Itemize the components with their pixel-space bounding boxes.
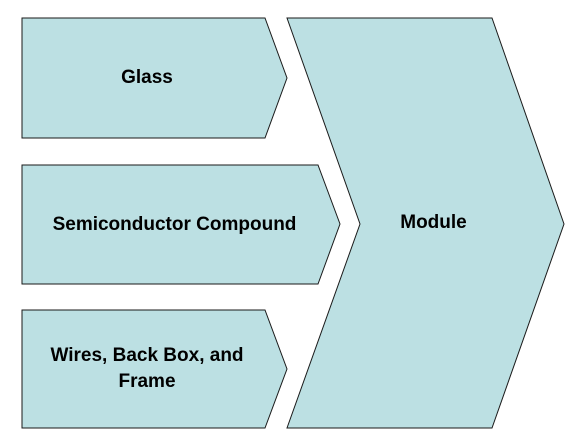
module-chevron-shape bbox=[286, 17, 565, 429]
semiconductor-compound-label: Semiconductor Compound bbox=[52, 213, 297, 235]
module-label: Module bbox=[400, 212, 467, 233]
glass-label: Glass bbox=[121, 67, 173, 88]
glass-pentagon-shape bbox=[21, 17, 288, 139]
semiconductor-compound-pentagon-shape bbox=[21, 164, 341, 285]
wires-back-box-frame-pentagon-shape bbox=[21, 309, 288, 429]
wires-back-box-frame-label: Wires, Back Box, and Frame bbox=[50, 345, 244, 392]
